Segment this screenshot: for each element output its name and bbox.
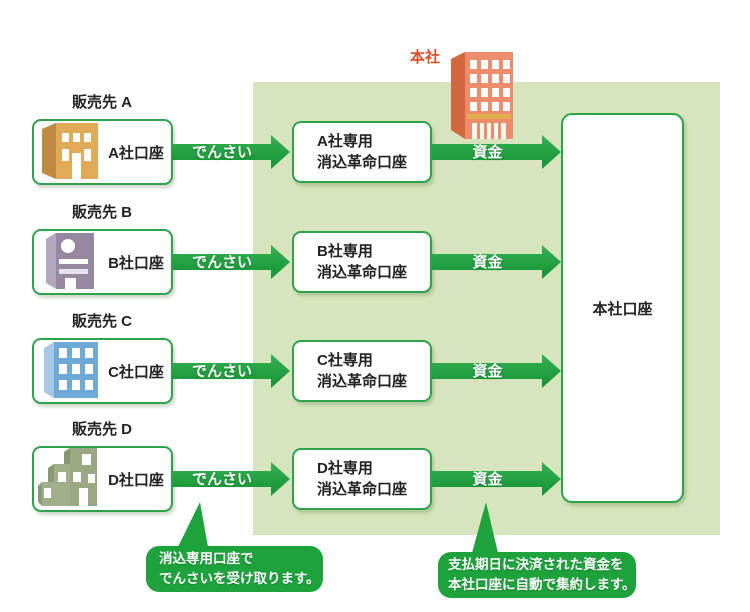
densai-arrow-label-b: でんさい <box>191 254 252 271</box>
funds-arrow-c <box>432 354 561 388</box>
dedicated-account-line2-a: 消込革命口座 <box>317 154 408 171</box>
dedicated-account-line1-b: B社専用 <box>317 243 373 260</box>
dedicated-account-line2-b: 消込革命口座 <box>317 264 408 281</box>
densai-arrow-d <box>172 462 290 496</box>
dedicated-account-line1-c: C社専用 <box>317 352 373 369</box>
flow-row-a: 販売先 A A社口座 でんさい A社専用 消込革命口座 <box>0 93 750 205</box>
company-d-building-icon <box>38 447 97 506</box>
right-callout-tail <box>472 502 498 553</box>
company-b-account-box: B社口座 <box>32 229 173 295</box>
densai-arrow-label-c: でんさい <box>191 363 252 380</box>
densai-receive-callout-line1: 消込専用口座で <box>159 551 254 566</box>
funds-arrow-d <box>432 462 561 496</box>
company-d-account-box: D社口座 <box>32 446 173 512</box>
company-a-building-icon <box>42 122 98 179</box>
densai-arrow-a <box>172 135 290 169</box>
densai-arrow-c <box>172 354 290 388</box>
partner-label-a: 販売先 A <box>72 94 133 111</box>
company-d-account-label: D社口座 <box>108 471 164 489</box>
funds-arrow-a <box>432 135 561 169</box>
company-b-dedicated-account-box: B社専用 消込革命口座 <box>292 231 432 293</box>
funds-arrow-label-a: 資金 <box>472 144 503 161</box>
head-office-building-icon <box>451 52 513 139</box>
funds-aggregation-callout-line2: 本社口座に自動で集約します。 <box>448 577 636 592</box>
head-office-account-box: 本社口座 <box>561 113 684 503</box>
funds-arrow-label-d: 資金 <box>472 471 503 488</box>
densai-arrow-b <box>172 245 290 279</box>
flow-row-b: 販売先 B B社口座 でんさい B社専用 消込革命口座 資金 <box>0 203 750 315</box>
company-d-dedicated-account-box: D社専用 消込革命口座 <box>292 448 432 510</box>
company-a-account-label: A社口座 <box>108 144 164 162</box>
flow-row-d: 販売先 D D社口座 <box>0 420 750 532</box>
company-c-dedicated-account-box: C社専用 消込革命口座 <box>292 340 432 402</box>
head-office-label: 本社 <box>410 49 441 66</box>
partner-label-d: 販売先 D <box>72 421 133 438</box>
densai-receive-callout: 消込専用口座で でんさいを受け取ります。 <box>146 546 323 592</box>
dedicated-account-line2-d: 消込革命口座 <box>317 481 408 498</box>
company-b-building-icon <box>46 232 94 289</box>
company-c-building-icon <box>44 341 98 398</box>
left-callout-tail <box>178 502 208 547</box>
funds-arrow-b <box>432 245 561 279</box>
funds-aggregation-callout-line1: 支払期日に決済された資金を <box>448 557 624 572</box>
partner-label-b: 販売先 B <box>72 204 133 221</box>
company-c-account-box: C社口座 <box>32 338 173 404</box>
company-c-account-label: C社口座 <box>108 363 164 381</box>
partner-label-c: 販売先 C <box>72 313 133 330</box>
company-b-account-label: B社口座 <box>108 254 164 272</box>
densai-arrow-label-a: でんさい <box>191 144 252 161</box>
densai-arrow-label-d: でんさい <box>191 471 252 488</box>
funds-aggregation-callout: 支払期日に決済された資金を 本社口座に自動で集約します。 <box>438 552 636 598</box>
company-a-account-box: A社口座 <box>32 119 173 185</box>
dedicated-account-line1-d: D社専用 <box>317 460 373 477</box>
company-a-dedicated-account-box: A社専用 消込革命口座 <box>292 121 432 183</box>
densai-receive-callout-line2: でんさいを受け取ります。 <box>159 571 320 586</box>
flow-row-c: 販売先 C C社口座 でんさい C社専用 消込革命口座 <box>0 312 750 424</box>
dedicated-account-line1-a: A社専用 <box>317 133 373 150</box>
head-office-account-label: 本社口座 <box>592 300 653 318</box>
dedicated-account-line2-c: 消込革命口座 <box>317 373 408 390</box>
funds-arrow-label-b: 資金 <box>472 254 503 271</box>
funds-arrow-label-c: 資金 <box>472 363 503 380</box>
